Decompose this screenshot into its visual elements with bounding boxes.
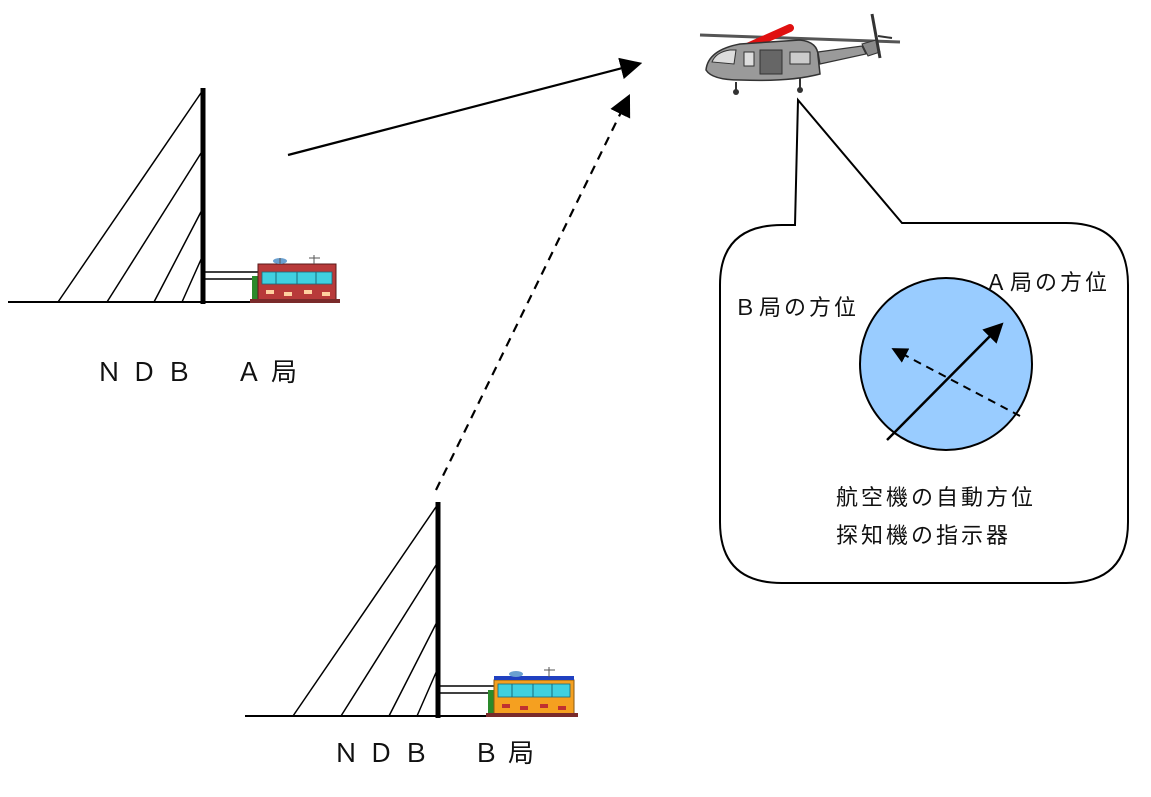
- a-bearing-label: Ａ局の方位: [985, 271, 1111, 296]
- needle-a-bearing: [886, 322, 1004, 441]
- antenna-mast-icon: [57, 88, 260, 304]
- needle-b-bearing: [891, 348, 1021, 417]
- direction-finder-dial-icon: [859, 277, 1033, 451]
- antenna-mast-icon: [292, 502, 496, 718]
- station-b-label: ＮＤＢ Ｂ局: [333, 739, 544, 769]
- indicator-caption-line2: 探知機の指示器: [836, 524, 1012, 549]
- b-bearing-label: Ｂ局の方位: [734, 296, 860, 321]
- indicator-caption-line1: 航空機の自動方位: [836, 486, 1037, 511]
- station-building-icon: [250, 255, 340, 303]
- station-a-label: ＮＤＢ Ａ局: [96, 358, 307, 388]
- helicopter-icon: [699, 13, 901, 95]
- ndb-station-b: [245, 502, 578, 718]
- ndb-station-a: [8, 88, 340, 304]
- signal-arrow-b-to-aircraft: [435, 94, 631, 491]
- station-building-icon: [486, 667, 578, 717]
- signal-arrow-a-to-aircraft: [287, 57, 643, 157]
